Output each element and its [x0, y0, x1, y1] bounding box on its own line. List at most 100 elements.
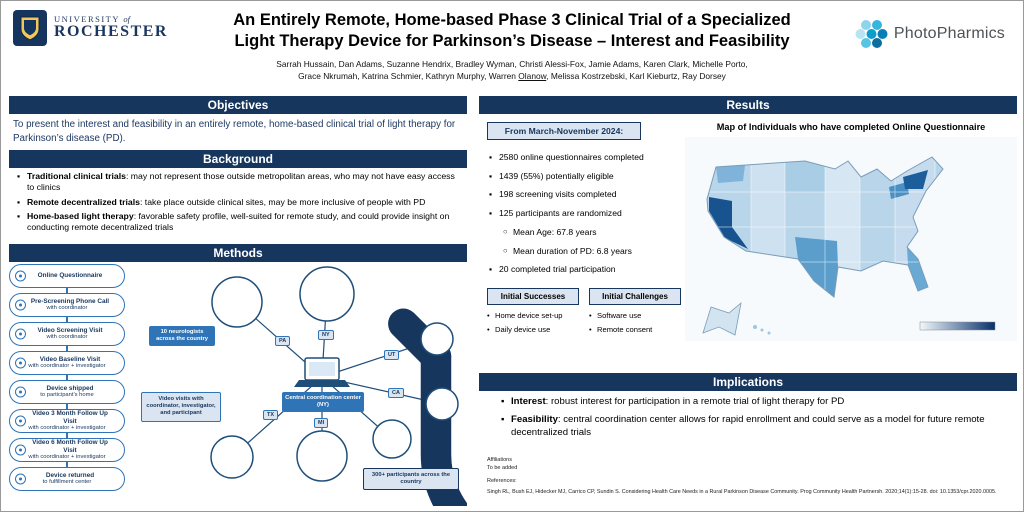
bullet-rest: : robust interest for participation in a… — [545, 396, 845, 407]
results-sub-bullet: Mean duration of PD: 6.8 years — [503, 246, 681, 257]
university-shield-icon — [13, 10, 47, 46]
affiliations-block: Affiliations To be added — [487, 457, 517, 473]
authors-line2-pre: Grace Nkrumah, Katrina Schmier, Kathryn … — [298, 70, 519, 81]
flow-step-sub: to participant’s home — [40, 392, 94, 399]
bullet-rest: : take place outside clinical sites, may… — [139, 196, 426, 207]
initial-challenges-box: Initial Challenges Software use Remote c… — [589, 288, 681, 339]
flow-step-prescreening-call: Pre-Screening Phone Call with coordinato… — [9, 293, 125, 317]
objectives-header: Objectives — [9, 96, 467, 114]
coordination-center-label: Central coordination center (NY) — [282, 392, 364, 413]
state-new-york — [903, 170, 928, 189]
shipping-icon — [15, 386, 26, 398]
photopharmics-wordmark: PhotoPharmics — [893, 25, 1005, 42]
background-bullet: Home-based light therapy: favorable safe… — [17, 211, 463, 234]
flow-step-sub: with coordinator + investigator — [28, 425, 106, 432]
video-visits-callout: Video visits with coordinator, investiga… — [141, 392, 221, 422]
map-color-legend — [919, 321, 996, 331]
methods-header: Methods — [9, 244, 467, 262]
investigator-node — [299, 266, 467, 506]
bullet-lead: Feasibility — [511, 413, 558, 425]
photopharmics-logo: PhotoPharmics — [854, 17, 1005, 51]
state-label-ut: UT — [384, 350, 400, 360]
state-alaska — [702, 301, 742, 336]
state-florida — [907, 247, 928, 291]
state-label-ca: CA — [388, 388, 404, 398]
affiliations-text: To be added — [487, 464, 518, 471]
state-label-tx: TX — [263, 410, 279, 420]
bullet-rest: : central coordination center allows for… — [511, 413, 985, 438]
flow-step-device-shipped: Device shipped to participant’s home — [9, 380, 125, 404]
flow-step-video-baseline: Video Baseline Visit with coordinator + … — [9, 351, 125, 375]
initial-successes-items: Home device set-up Daily device use — [487, 311, 579, 334]
reference-citation: Singh RL, Bush EJ, Hidecker MJ, Carrico … — [487, 489, 997, 495]
flow-step-label: Video Baseline Visit — [39, 356, 101, 364]
bullet-rest: : favorable safety profile, well-suited … — [27, 210, 450, 233]
flow-step-online-questionnaire: Online Questionnaire — [9, 264, 125, 288]
implications-bullet: Feasibility: central coordination center… — [501, 414, 1006, 440]
video-icon — [15, 328, 26, 340]
implications-header: Implications — [479, 373, 1017, 391]
authors-line2-underlined: Olanow — [518, 70, 547, 81]
results-bullet: 1439 (55%) potentially eligible — [489, 171, 681, 182]
return-icon — [15, 473, 26, 485]
authors-line1: Sarrah Hussain, Dan Adams, Suzanne Hendr… — [276, 59, 748, 69]
initial-successes-title: Initial Successes — [487, 288, 579, 305]
map-title: Map of Individuals who have completed On… — [716, 122, 986, 132]
challenge-item: Remote consent — [589, 325, 681, 334]
university-name: UNIVERSITY of ROCHESTER — [54, 15, 168, 41]
flow-step-device-returned: Device returned to fulfillment center — [9, 467, 125, 491]
flow-step-label: Pre-Screening Phone Call — [30, 298, 110, 306]
flow-step-sub: to fulfillment center — [42, 479, 92, 486]
university-word1: UNIVERSITY — [54, 14, 120, 25]
flow-step-sub: with coordinator + investigator — [28, 363, 106, 370]
background-header: Background — [9, 150, 467, 168]
results-sub-bullet: Mean Age: 67.8 years — [503, 227, 681, 238]
laptop-icon — [294, 357, 350, 387]
flow-step-label: Video 6 Month Follow Up Visit — [32, 439, 108, 454]
bullet-lead: Interest — [511, 396, 546, 407]
results-bullet: 125 participants are randomized — [489, 208, 681, 219]
date-range-box: From March-November 2024: — [487, 122, 641, 140]
background-bullet: Remote decentralized trials: take place … — [17, 196, 463, 209]
results-header: Results — [479, 96, 1017, 114]
authors: Sarrah Hussain, Dan Adams, Suzanne Hendr… — [151, 59, 873, 83]
university-logo: UNIVERSITY of ROCHESTER — [13, 10, 168, 46]
flow-step-6month-followup: Video 6 Month Follow Up Visit with coord… — [9, 438, 125, 462]
state-label-mi: MI — [314, 418, 329, 428]
success-item: Daily device use — [487, 325, 579, 334]
initial-challenges-items: Software use Remote consent — [589, 311, 681, 334]
neurologists-callout: 10 neurologists across the country — [149, 326, 215, 347]
references-label: References: — [487, 478, 517, 484]
initial-successes-box: Initial Successes Home device set-up Dai… — [487, 288, 579, 339]
challenge-item: Software use — [589, 311, 681, 320]
university-word2: of — [123, 14, 130, 25]
video-icon — [15, 415, 26, 427]
initial-challenges-title: Initial Challenges — [589, 288, 681, 305]
us-map-panel — [685, 137, 1017, 341]
methods-section: Online Questionnaire Pre-Screening Phone… — [9, 264, 467, 508]
objectives-text: To present the interest and feasibility … — [13, 119, 456, 144]
flow-step-sub: with coordinator — [46, 305, 88, 312]
network-diagram-svg — [210, 266, 467, 506]
implications-bullet: Interest: robust interest for participat… — [501, 396, 1006, 409]
bullet-lead: Home-based light therapy — [27, 210, 134, 221]
background-bullets: Traditional clinical trials: may not rep… — [17, 171, 463, 237]
flow-step-3month-followup: Video 3 Month Follow Up Visit with coord… — [9, 409, 125, 433]
title-line1: An Entirely Remote, Home-based Phase 3 C… — [233, 11, 791, 29]
video-icon — [15, 357, 26, 369]
map-outline — [706, 156, 944, 298]
flow-step-label: Video 3 Month Follow Up Visit — [32, 410, 108, 425]
methods-network-diagram: 10 neurologists across the country Video… — [137, 264, 467, 506]
university-word3: ROCHESTER — [54, 23, 168, 41]
investigator-node — [296, 430, 467, 506]
participant-node — [420, 322, 467, 506]
state-california — [709, 197, 748, 249]
results-bullet: 198 screening visits completed — [489, 189, 681, 200]
investigator-node — [211, 276, 467, 506]
investigator-node — [372, 419, 467, 506]
flow-step-sub: with coordinator — [46, 334, 88, 341]
bullet-lead: Remote decentralized trials — [27, 196, 140, 207]
state-hawaii — [753, 325, 771, 335]
flow-step-label: Device shipped — [46, 385, 94, 393]
